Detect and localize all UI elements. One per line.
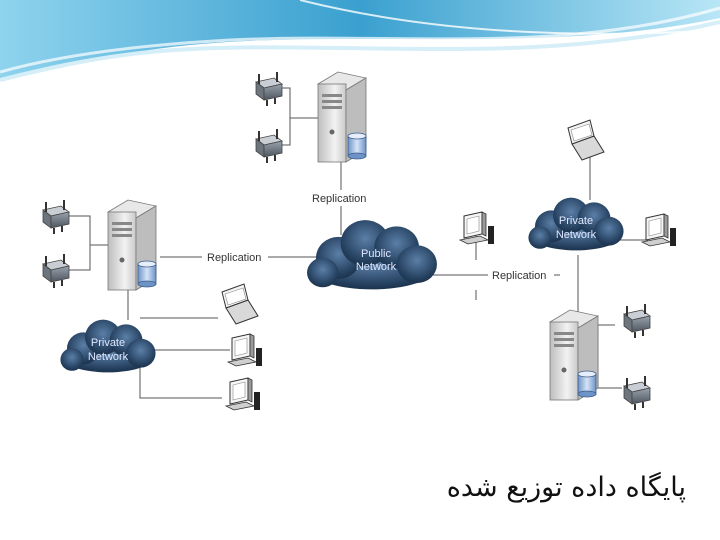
private-network-cloud-left: Private Network (60, 319, 156, 373)
replication-label-top: Replication (312, 193, 366, 205)
desktop-computer-icon (225, 377, 261, 411)
desktop-computer-icon (641, 213, 677, 247)
public-network-cloud: Public Network (307, 220, 437, 290)
router-icon (255, 128, 283, 164)
laptop-icon (221, 283, 259, 325)
cloud-label-line1: Private (559, 215, 593, 227)
replication-label-right: Replication (492, 270, 546, 282)
replication-label-left: Replication (207, 252, 261, 264)
router-icon (623, 375, 651, 411)
router-icon (623, 303, 651, 339)
database-server-icon (317, 71, 367, 163)
slide-title: پایگاه داده توزیع شده (446, 472, 686, 503)
cloud-label-line2: Network (356, 261, 397, 273)
header-wave-decoration (0, 0, 720, 82)
desktop-computer-icon (227, 333, 263, 367)
router-icon (255, 71, 283, 107)
database-server-icon (107, 199, 157, 291)
private-network-cloud-right: Private Network (528, 197, 624, 251)
desktop-computer-icon (459, 211, 495, 245)
laptop-icon (567, 119, 605, 161)
cloud-label-line1: Public (361, 248, 391, 260)
database-server-icon (549, 309, 599, 401)
cloud-label-line1: Private (91, 337, 125, 349)
cloud-label-line2: Network (88, 351, 129, 363)
cloud-label-line2: Network (556, 229, 597, 241)
router-icon (42, 199, 70, 235)
router-icon (42, 253, 70, 289)
